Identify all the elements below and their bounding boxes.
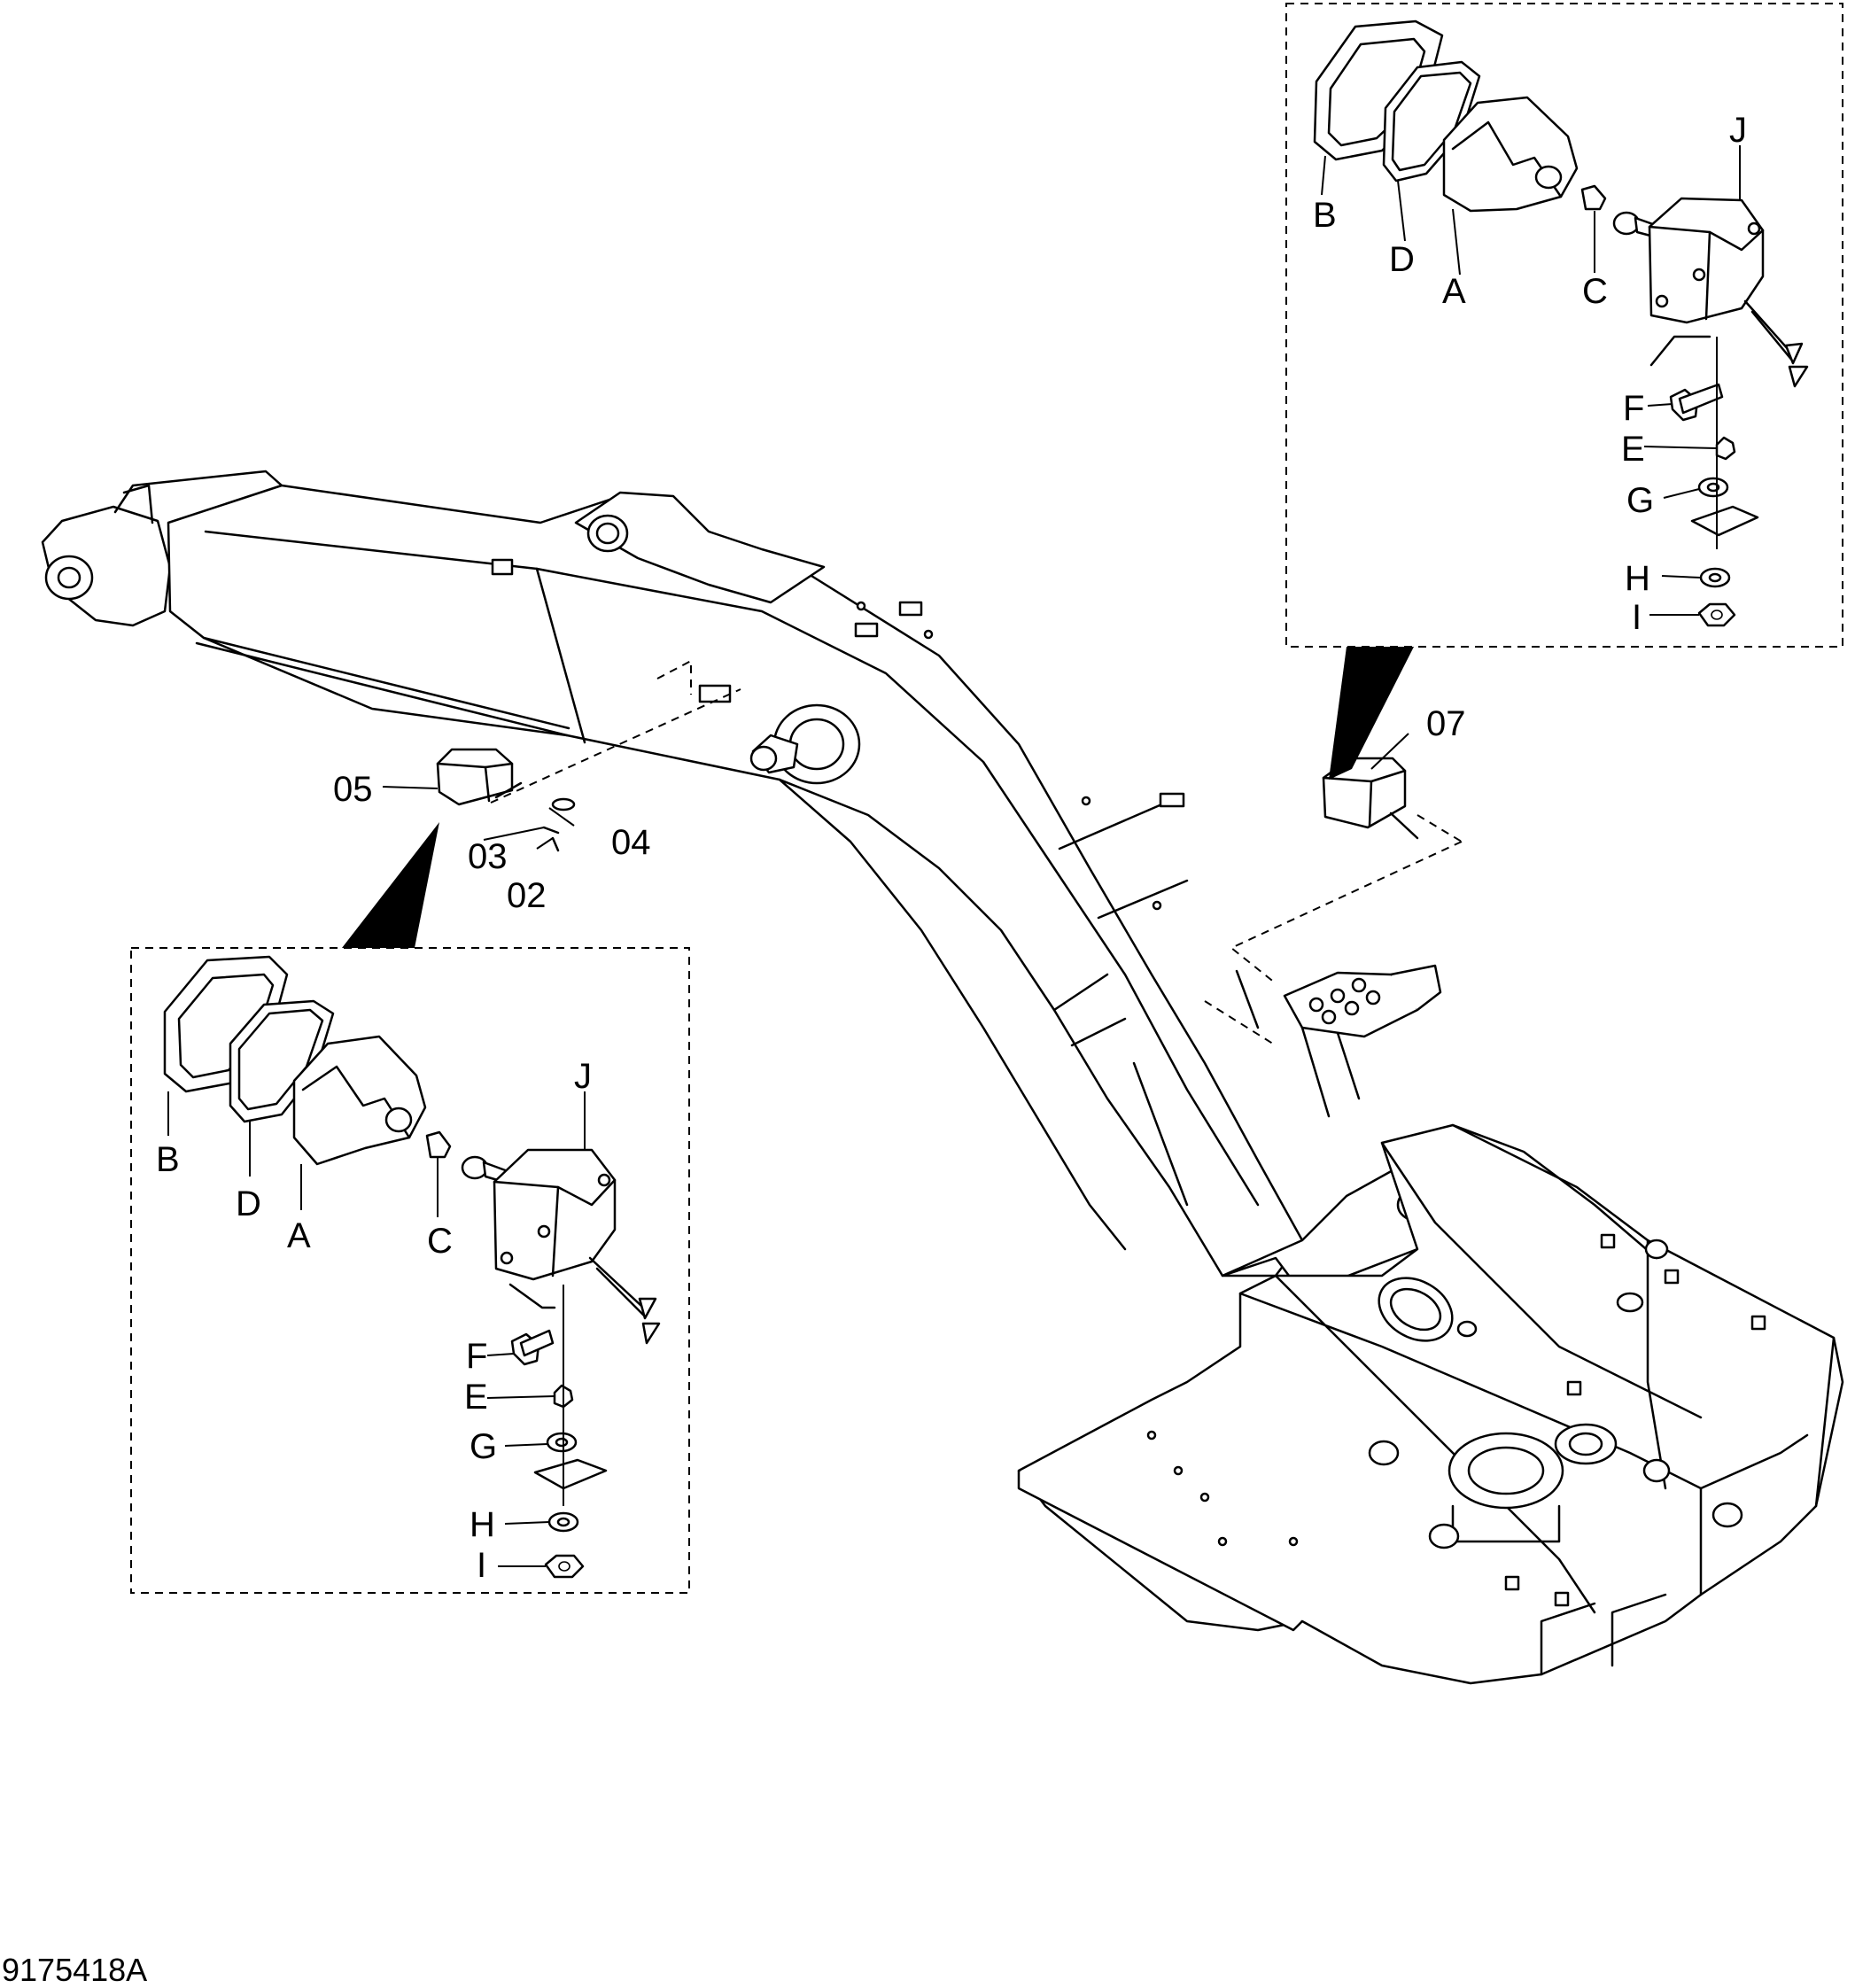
callout-labels: 05 04 03 02 07 (333, 704, 1466, 915)
callout-05: 05 (333, 770, 373, 809)
small-parts-02-03-04 (542, 797, 576, 852)
callout-pointers (342, 647, 1414, 948)
detail-bottom-label-E: E (464, 1378, 488, 1417)
upper-frame (1017, 1123, 1844, 1685)
detail-top-labels: B D A C J F E G H I (1313, 111, 1747, 637)
detail-bottom-label-B: B (156, 1140, 180, 1179)
detail-bottom-label-C: C (427, 1222, 453, 1261)
detail-box-top (1285, 3, 1843, 648)
valve-bracket (1235, 964, 1442, 1118)
detail-bottom-label-D: D (236, 1184, 261, 1223)
detail-bottom-label-F: F (466, 1337, 487, 1376)
detail-top-label-B: B (1313, 196, 1337, 235)
detail-box-bottom (130, 947, 690, 1594)
detail-top-label-G: G (1626, 481, 1654, 520)
callout-07: 07 (1426, 704, 1466, 743)
drawing-number: 9175418A (2, 1952, 147, 1988)
detail-top-label-E: E (1621, 430, 1645, 469)
callout-02: 02 (507, 876, 547, 915)
detail-top-label-J: J (1729, 111, 1747, 150)
detail-bottom-label-J: J (574, 1057, 592, 1096)
detail-bottom-label-G: G (470, 1427, 497, 1466)
boom-assembly (41, 470, 1455, 1295)
callout-leaders (382, 733, 1409, 850)
callout-03: 03 (468, 837, 508, 876)
detail-bottom-label-A: A (287, 1216, 311, 1255)
detail-top-label-F: F (1623, 389, 1644, 428)
detail-bottom-labels: B D A C J F E G H I (156, 1057, 592, 1585)
detail-top-label-I: I (1632, 598, 1642, 637)
callout-04: 04 (611, 823, 651, 862)
detail-top-label-H: H (1625, 559, 1650, 598)
detail-top-label-C: C (1582, 272, 1608, 311)
detail-bottom-label-I: I (477, 1546, 486, 1585)
detail-top-label-D: D (1389, 240, 1415, 279)
assembly-dashed-lines (490, 659, 1463, 1046)
detail-bottom-label-H: H (470, 1505, 495, 1544)
work-lamp-05 (436, 748, 523, 806)
detail-top-label-A: A (1442, 272, 1466, 311)
